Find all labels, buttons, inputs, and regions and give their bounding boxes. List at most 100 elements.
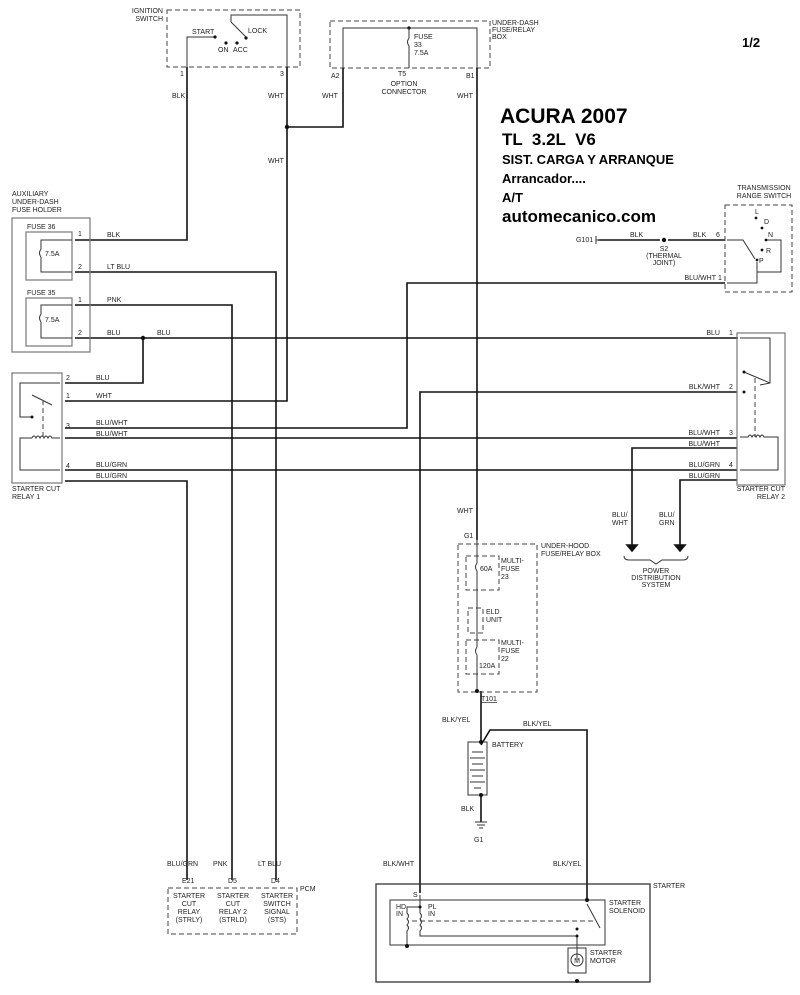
wire-label: BLK	[693, 232, 707, 239]
thermal-joint-label-1: (THERMAL	[646, 253, 682, 260]
wire-label: LT BLU	[107, 264, 130, 271]
pcm-label: PCM	[300, 886, 316, 893]
mf23-label-3: 23	[501, 574, 509, 581]
pcm-strld-label: (STRLD)	[219, 917, 247, 924]
wires	[65, 67, 738, 900]
pcm-sts-label: SWITCH	[263, 901, 291, 908]
mf22-label-2: FUSE	[501, 648, 520, 655]
mf22-label-3: 22	[501, 656, 509, 663]
ignition-on-label: ON	[218, 47, 229, 54]
trs-pos-n: N	[768, 232, 773, 239]
wire-label: WHT	[457, 93, 474, 100]
relay2-label-2: RELAY 2	[757, 494, 785, 501]
pin-label: 3	[66, 423, 70, 430]
starter-cut-relay-2: 1 2 3 4 STARTER CUT RELAY 2	[729, 330, 786, 501]
pcm-sts-label: SIGNAL	[264, 909, 290, 916]
s2-joint-label: S2	[660, 246, 669, 253]
ignition-pin-3: 3	[280, 71, 284, 78]
wire-label: BLK	[461, 806, 475, 813]
aux-label-2: UNDER-DASH	[12, 199, 59, 206]
wire-blu-relay1	[65, 338, 144, 384]
pcm-strld-label: RELAY 2	[219, 909, 247, 916]
ground-icon	[595, 236, 600, 244]
pin-a2: A2	[331, 73, 340, 80]
pin-b1: B1	[466, 73, 475, 80]
page-number: 1/2	[742, 35, 760, 50]
wire-label: PNK	[107, 297, 122, 304]
pcm-sts-label: (STS)	[268, 917, 286, 924]
pin-label: 3	[729, 430, 733, 437]
wire-label: BLU/WHT	[689, 441, 721, 448]
underhood-fuse-relay-box: G1 UNDER-HOOD FUSE/RELAY BOX 60A MULTI- …	[457, 533, 601, 703]
pin-e21: E21	[182, 878, 195, 885]
starter-cut-relay-1: 2 1 3 4 STARTER CUT RELAY 1	[11, 372, 70, 501]
pcm-strly-label: CUT	[182, 901, 197, 908]
relay2-label-1: STARTER CUT	[737, 486, 786, 493]
pds-label-2: DISTRIBUTION	[631, 575, 680, 582]
starter: STARTER S HD IN PL IN STARTER SOLENOID M…	[375, 883, 685, 983]
pin-label: 4	[729, 462, 733, 469]
wire-label: PNK	[213, 861, 228, 868]
underdash-label-1: UNDER-DASH	[492, 20, 539, 27]
aux-label-3: FUSE HOLDER	[12, 207, 62, 214]
wire-label: BLK/YEL	[442, 717, 471, 724]
pds-label-3: SYSTEM	[642, 582, 671, 589]
wire-label: BLU/GRN	[689, 462, 720, 469]
wire-label: LT BLU	[258, 861, 281, 868]
pcm-strly-label: STARTER	[173, 893, 205, 900]
relay1-label-2: RELAY 1	[12, 494, 40, 501]
wire-label: BLU/	[612, 512, 628, 519]
wire-label: BLK/WHT	[383, 861, 415, 868]
underhood-label-2: FUSE/RELAY BOX	[541, 551, 601, 558]
pcm-sts-label: STARTER	[261, 893, 293, 900]
title-model: TL 3.2L V6	[502, 130, 596, 149]
mf23-label-1: MULTI-	[501, 558, 524, 565]
wire-label: BLU	[107, 330, 121, 337]
g1-connector-label: G1	[464, 533, 473, 540]
auxiliary-fuse-holder: AUXILIARY UNDER-DASH FUSE HOLDER FUSE 36…	[11, 191, 91, 353]
pcm: PCM E21 D5 D4 STARTER CUT RELAY (STRLY) …	[167, 878, 316, 935]
underdash-fuse-relay-box: UNDER-DASH FUSE/RELAY BOX FUSE 33 7.5A A…	[329, 20, 539, 96]
mf23-label-2: FUSE	[501, 566, 520, 573]
power-distribution-system: POWER DISTRIBUTION SYSTEM	[623, 555, 689, 589]
wire-label: BLU/WHT	[685, 275, 717, 282]
ignition-switch: IGNITION SWITCH START LOCK ON ACC 1 3	[132, 8, 301, 78]
underdash-label-3: BOX	[492, 34, 507, 41]
pds-label-1: POWER	[643, 568, 669, 575]
pin-label: 2	[66, 375, 70, 382]
wire-label: BLU	[96, 375, 110, 382]
pin-label: 1	[78, 231, 82, 238]
ignition-pin-1: 1	[180, 71, 184, 78]
pin-label: 1	[78, 297, 82, 304]
battery-ground-label: G1	[474, 837, 483, 844]
pin-s: S	[413, 892, 418, 899]
underhood-label-1: UNDER-HOOD	[541, 543, 589, 550]
wire-label: WHT	[268, 93, 285, 100]
option-connector-label-1: OPTION	[391, 81, 418, 88]
eld-label-2: UNIT	[486, 617, 503, 624]
underdash-label-2: FUSE/RELAY	[492, 27, 535, 34]
fuse-33-rating: 7.5A	[414, 50, 429, 57]
aux-label-1: AUXILIARY	[12, 191, 49, 198]
pin-label: 4	[66, 463, 70, 470]
solenoid-label-2: SOLENOID	[609, 908, 645, 915]
wire-label: BLU/WHT	[96, 420, 128, 427]
wire-lt-blu	[75, 271, 277, 880]
battery-label: BATTERY	[492, 742, 524, 749]
wire-label: BLU/GRN	[96, 473, 127, 480]
wire-label: WHT	[457, 508, 474, 515]
fuse-36-label: FUSE 36	[27, 224, 56, 231]
wire-label: BLU/WHT	[96, 431, 128, 438]
trs-pos-d: D	[764, 219, 769, 226]
wire-label: WHT	[268, 158, 285, 165]
wire-pnk	[75, 304, 233, 880]
wire-label: WHT	[612, 520, 629, 527]
thermal-joint-label-2: JOINT)	[653, 260, 676, 267]
title-system: SIST. CARGA Y ARRANQUE	[502, 152, 674, 167]
hd-label: HD	[396, 904, 406, 911]
wire-label: BLK	[172, 93, 186, 100]
wire-blu-wht-trs	[65, 282, 725, 429]
wire-label: BLU/GRN	[96, 462, 127, 469]
pin-label: 1	[729, 330, 733, 337]
